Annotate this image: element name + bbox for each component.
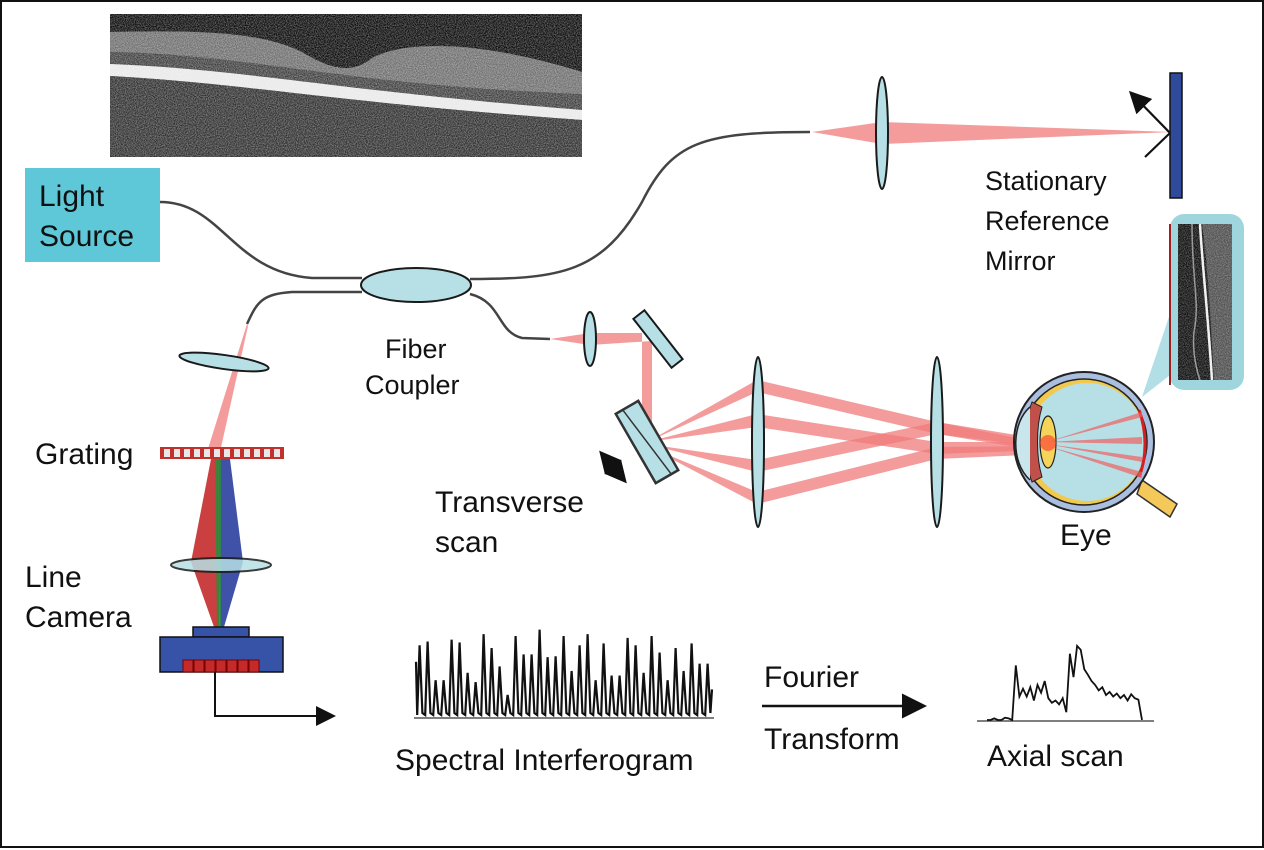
spectrum-green — [215, 459, 221, 627]
spectrometer-beam — [207, 324, 248, 452]
grating-slit — [184, 449, 190, 457]
camera-pixel — [215, 659, 227, 673]
eye — [1013, 371, 1178, 519]
reflection-arrow-icon — [1128, 90, 1171, 158]
fiber-source — [159, 200, 362, 280]
grating-label: Grating — [35, 438, 133, 471]
scan-lens — [751, 356, 765, 528]
fold-mirror — [631, 308, 685, 370]
reference-lens — [875, 76, 889, 190]
fiber-coupler-label-1: Fiber — [385, 334, 447, 364]
spectrum-red — [191, 459, 221, 627]
fourier-label: Fourier — [764, 661, 859, 694]
grating-slit — [214, 449, 220, 457]
interferogram-line — [414, 629, 714, 718]
grating-slit — [254, 449, 260, 457]
fiber-spectrometer — [245, 290, 362, 325]
transverse-scan-label-2: scan — [435, 526, 498, 559]
grating-slit — [244, 449, 250, 457]
ocular-lens — [930, 356, 944, 528]
line-camera — [159, 626, 284, 673]
output-right-arrow-icon — [214, 672, 336, 726]
spectral-interferogram-label: Spectral Interferogram — [395, 744, 693, 777]
line-camera-label-2: Camera — [25, 601, 132, 634]
scan-double-arrow-icon — [599, 450, 627, 484]
camera-pixel — [193, 659, 205, 673]
grating-slit — [274, 449, 280, 457]
camera-pixel — [204, 659, 216, 673]
collimating-lens — [178, 351, 270, 373]
axial-scan-plot — [977, 643, 1154, 722]
reference-mirror-label-3: Mirror — [985, 246, 1055, 276]
diffraction-grating — [160, 447, 284, 459]
oct-bscan-inset-image — [1178, 224, 1232, 380]
oct-bscan-image — [110, 14, 582, 157]
transverse-scan-label-1: Transverse — [435, 486, 584, 519]
grating-slit — [224, 449, 230, 457]
camera-pixel — [237, 659, 249, 673]
fiber-reference — [469, 130, 811, 281]
grating-slit — [204, 449, 210, 457]
fiber-coupler — [360, 267, 472, 303]
camera-pixel — [182, 659, 194, 673]
light-source-label-2: Source — [39, 220, 134, 253]
scan-beams — [647, 380, 1047, 504]
grating-slit — [174, 449, 180, 457]
axial-scan-line — [987, 643, 1143, 722]
reference-mirror-label-2: Reference — [985, 206, 1110, 236]
reference-mirror — [1169, 72, 1183, 199]
eye-label: Eye — [1060, 519, 1112, 552]
light-source: Light Source — [25, 168, 160, 262]
inset-callout — [1142, 302, 1174, 397]
grating-slit — [164, 449, 170, 457]
focusing-lens — [170, 557, 272, 573]
grating-slit — [194, 449, 200, 457]
transform-label: Transform — [764, 723, 900, 756]
fiber-coupler-label-2: Coupler — [365, 370, 460, 400]
spectral-interferogram-plot — [414, 629, 714, 719]
camera-pixel — [226, 659, 238, 673]
spectrum-blue — [219, 459, 243, 627]
axial-scan-label: Axial scan — [987, 740, 1124, 773]
camera-pixel — [248, 659, 260, 673]
grating-slit — [234, 449, 240, 457]
line-camera-label-1: Line — [25, 561, 82, 594]
grating-slit — [264, 449, 270, 457]
reference-mirror-label-1: Stationary — [985, 166, 1107, 196]
fiber-sample — [469, 292, 551, 341]
reference-beam — [812, 122, 1172, 144]
light-source-label-1: Light — [39, 180, 105, 213]
galvo-scanner — [614, 399, 680, 485]
sample-collimating-lens — [583, 311, 597, 367]
